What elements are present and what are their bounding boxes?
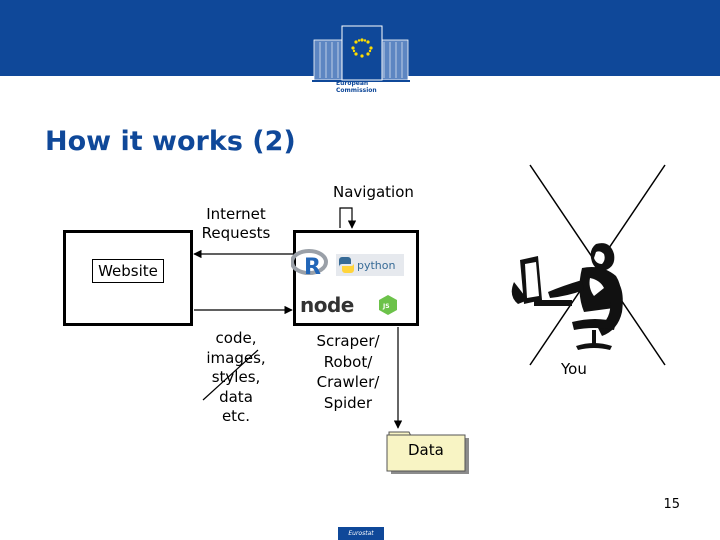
- person-at-computer-icon: [511, 243, 623, 350]
- ec-logo-line1: European: [336, 80, 369, 87]
- you-label: You: [561, 360, 587, 378]
- scraper-line-2: Robot/: [323, 352, 373, 371]
- requests-label-line2: Requests: [201, 224, 271, 242]
- ec-logo-caption: European Commission: [336, 80, 396, 94]
- styles-strikethrough: [202, 349, 259, 401]
- data-label: Data: [408, 441, 444, 459]
- content-line-etc: etc.: [221, 407, 251, 425]
- eu-flag-icon: [341, 25, 383, 81]
- python-logo-icon: python: [336, 254, 404, 276]
- content-line-styles: styles,: [211, 368, 261, 386]
- european-commission-logo: [312, 25, 410, 82]
- eurostat-footer-logo: Eurostat: [338, 527, 384, 540]
- scraper-box: [293, 230, 419, 326]
- scraper-label: Scraper/ Robot/ Crawler/ Spider: [304, 331, 392, 413]
- content-line-data: data: [219, 387, 253, 406]
- page-title: How it works (2): [45, 126, 296, 157]
- website-box: [63, 230, 193, 326]
- website-label: Website: [92, 259, 164, 283]
- python-logo-text: python: [357, 259, 396, 272]
- navigation-label: Navigation: [333, 183, 414, 201]
- page-number: 15: [663, 497, 680, 512]
- internet-requests-label: Internet Requests: [194, 205, 278, 243]
- scraper-line-4: Spider: [323, 393, 373, 412]
- scraper-line-3: Crawler/: [316, 373, 380, 391]
- ec-logo-line2: Commission: [336, 87, 377, 94]
- navigation-arrow: [339, 207, 357, 229]
- node-logo-text: node: [300, 293, 354, 317]
- r-logo-icon: R: [291, 249, 328, 278]
- requests-label-line1: Internet: [206, 205, 266, 223]
- nodejs-logo-icon: node JS: [300, 293, 397, 317]
- content-types-label: code, images, styles, data etc.: [196, 329, 276, 427]
- data-folder-icon: [386, 431, 469, 474]
- r-logo-text: R: [304, 255, 321, 278]
- content-line-code: code,: [215, 329, 257, 347]
- scraper-line-1: Scraper/: [316, 332, 380, 350]
- content-line-images: images,: [206, 348, 266, 367]
- js-badge-text: JS: [382, 303, 390, 310]
